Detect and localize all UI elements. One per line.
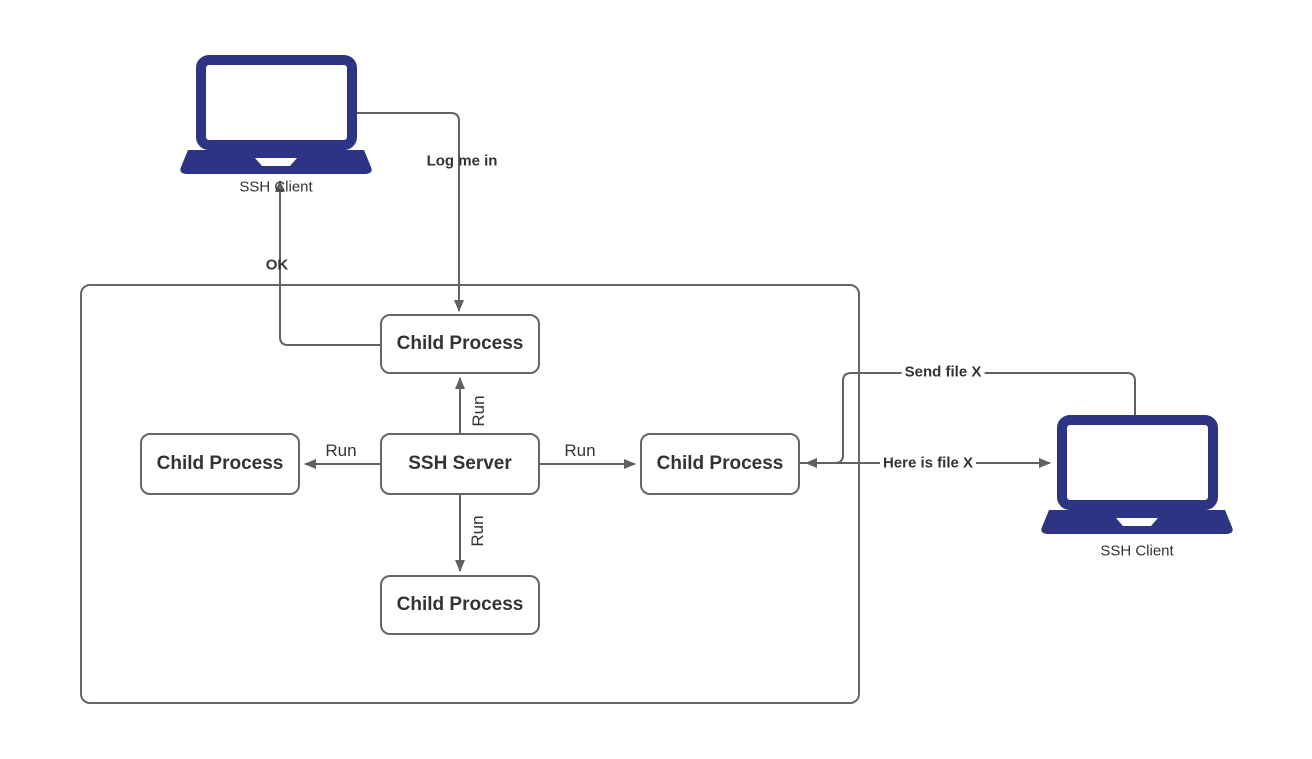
edge-log-me-in bbox=[357, 112, 464, 312]
laptop-screen bbox=[1057, 415, 1218, 510]
node-label: SSH Server bbox=[408, 453, 512, 474]
node-label: Child Process bbox=[396, 594, 524, 615]
edge-ok bbox=[275, 180, 380, 346]
node-label: Child Process bbox=[396, 333, 524, 354]
laptop-icon-top-client bbox=[180, 55, 372, 174]
edge-label-run-bottom: Run bbox=[468, 515, 487, 547]
node-child-process-right: Child Process bbox=[640, 433, 800, 495]
node-label: Child Process bbox=[156, 453, 284, 474]
client-label-right: SSH Client bbox=[1100, 542, 1174, 560]
edge-label-run-right: Run bbox=[564, 441, 596, 460]
node-child-process-bottom: Child Process bbox=[380, 575, 540, 635]
edge-label-log-me-in: Log me in bbox=[426, 152, 498, 170]
node-child-process-top: Child Process bbox=[380, 314, 540, 374]
node-ssh-server: SSH Server bbox=[380, 433, 540, 495]
edge-label-run-left: Run bbox=[325, 441, 357, 460]
node-label: Child Process bbox=[656, 453, 784, 474]
client-label-top: SSH Client bbox=[239, 178, 313, 196]
node-child-process-left: Child Process bbox=[140, 433, 300, 495]
server-host-container bbox=[80, 284, 860, 704]
laptop-icon-right-client bbox=[1041, 415, 1233, 534]
laptop-screen bbox=[196, 55, 357, 150]
edge-send-file-x bbox=[805, 372, 1136, 468]
edge-label-ok: OK bbox=[265, 256, 289, 274]
laptop-notch bbox=[255, 158, 297, 166]
edge-label-here-is-file-x: Here is file X bbox=[879, 454, 977, 472]
edge-label-run-top: Run bbox=[469, 395, 488, 427]
laptop-notch bbox=[1116, 518, 1158, 526]
edge-label-send-file-x: Send file X bbox=[901, 363, 985, 381]
